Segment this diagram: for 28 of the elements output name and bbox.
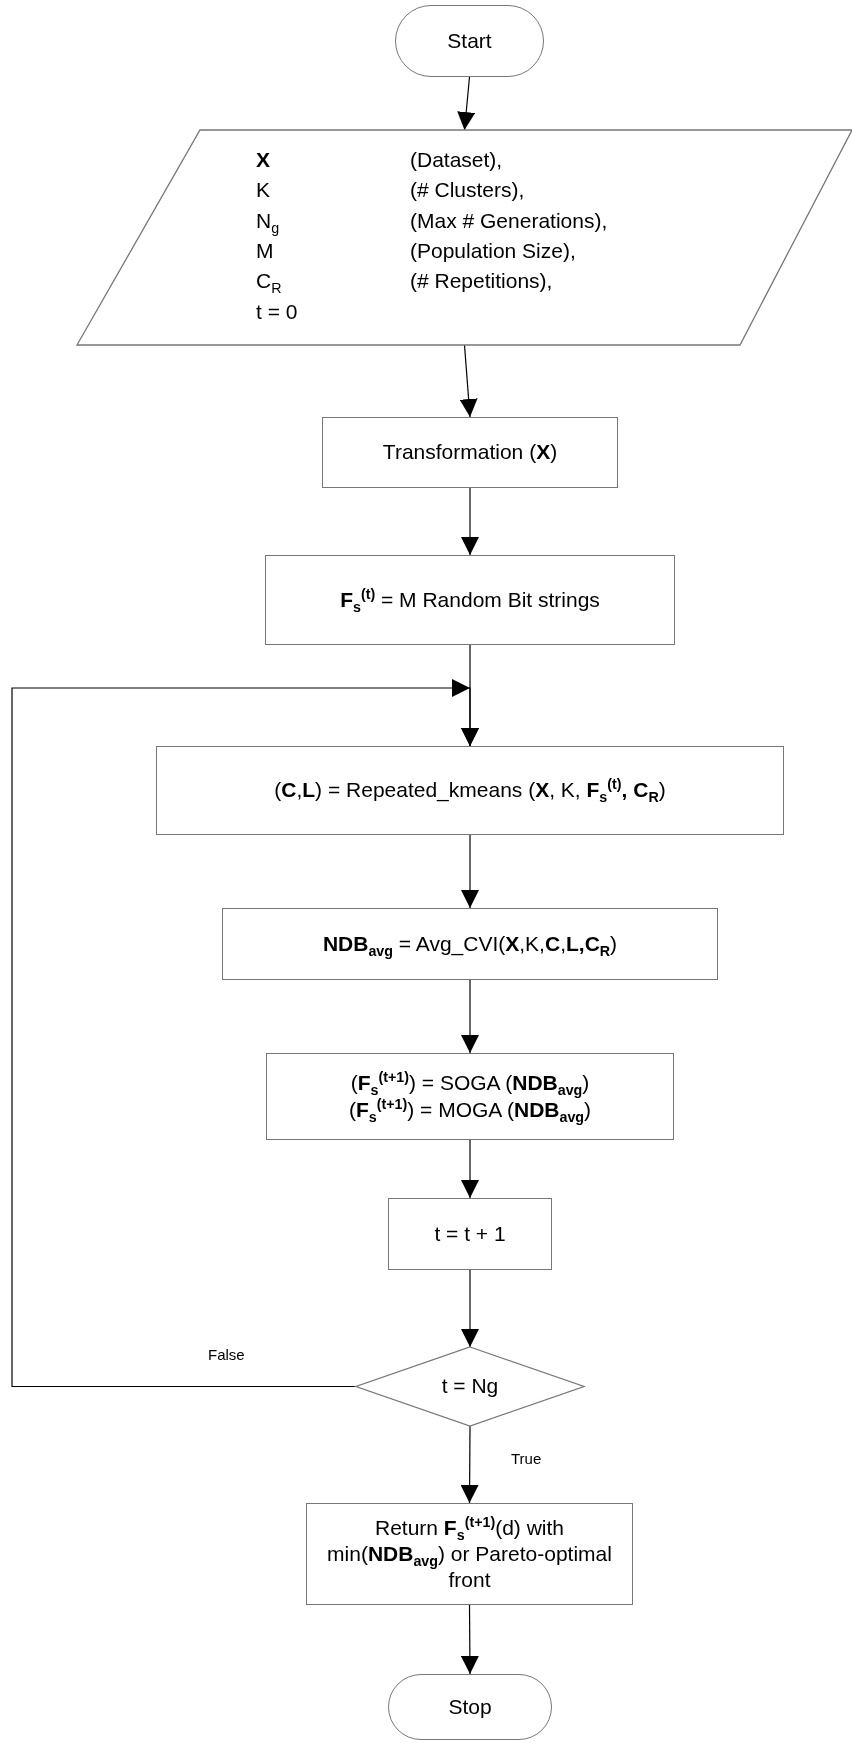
parameter-symbol: t = 0 bbox=[256, 298, 298, 324]
step-text: Return F$_{s}$$^{(t+1)}$(d) with min(NDB$_{avg}$) or Pareto-optimal front bbox=[326, 1514, 613, 1594]
parameter-description: (Max # Generations), bbox=[410, 207, 608, 233]
process-box bbox=[156, 746, 784, 835]
step-text: Transformation (X) bbox=[382, 439, 558, 466]
process-box bbox=[306, 1503, 633, 1605]
step-text: (C,L) = Repeated_kmeans (X, K, F$_{s}$$^{(t)}$, C$_{R}$) bbox=[274, 777, 666, 804]
parameter-description: (# Repetitions), bbox=[410, 268, 553, 294]
process-box bbox=[222, 908, 718, 980]
edge-label: False bbox=[206, 1346, 247, 1363]
terminal-label: Start bbox=[447, 27, 492, 54]
parameter-symbol: M bbox=[256, 237, 274, 264]
process-box bbox=[388, 1198, 552, 1270]
parameter-description: (Population Size), bbox=[410, 237, 576, 264]
process-box bbox=[322, 417, 618, 488]
step-text: t = t + 1 bbox=[434, 1220, 506, 1247]
step-text: F$_{s}$$^{(t)}$ = M Random Bit strings bbox=[340, 586, 600, 614]
parameter-symbol: C$_{R}$ bbox=[256, 268, 282, 294]
process-box bbox=[266, 1053, 674, 1140]
parameter-symbol: K bbox=[256, 177, 270, 203]
parameter-symbol: X bbox=[256, 147, 270, 173]
process-box bbox=[265, 555, 675, 645]
step-text: (F$_{s}$$^{(t+1)}$) = SOGA (NDB$_{avg}$) bbox=[350, 1070, 590, 1097]
step-text: NDB$_{avg}$ = Avg_CVI(X,K,C,L,C$_{R}$) bbox=[322, 930, 618, 958]
condition-text: t = Ng bbox=[441, 1373, 499, 1400]
parameter-description: (Dataset), bbox=[410, 147, 503, 173]
terminal-label: Stop bbox=[448, 1693, 492, 1720]
parameter-description: (# Clusters), bbox=[410, 177, 525, 203]
